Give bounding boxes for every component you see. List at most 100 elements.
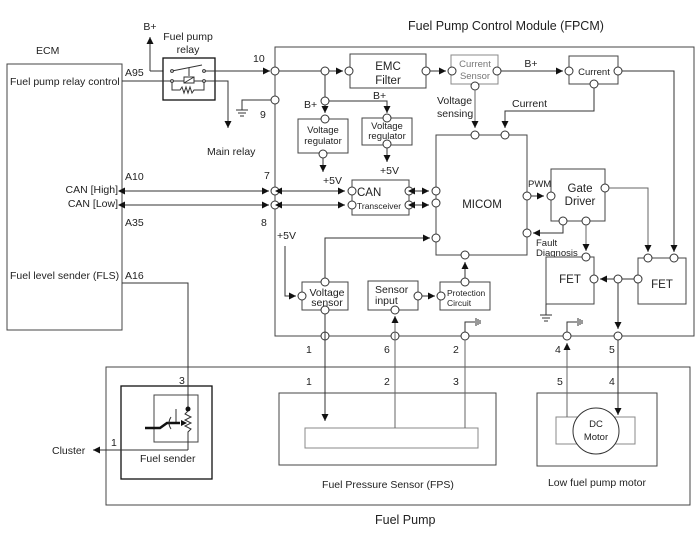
can-in-high-pin <box>347 186 357 196</box>
can-transceiver-block <box>351 179 410 216</box>
micom-protection-pin <box>460 250 470 260</box>
fpcm-pin-7 <box>270 186 280 196</box>
emc-filter-block <box>349 53 427 89</box>
relay-label-line1: Fuel pump <box>163 31 213 43</box>
gate-to-right-fet-wire <box>609 187 652 252</box>
to-vreg2-wire <box>329 100 391 113</box>
ecm-pin-a10: A10 <box>125 171 144 183</box>
emc-in-pin <box>344 66 354 76</box>
can-out-high-pin <box>404 186 414 196</box>
micom-can-low-pin <box>431 198 441 208</box>
motor-label-1: DC <box>589 419 603 430</box>
current-sensor-out-pin <box>492 66 502 76</box>
relay-terminal <box>170 79 174 83</box>
main-relay-label: Main relay <box>207 146 256 158</box>
fpcm-pin-2-label: 2 <box>453 344 459 356</box>
relay-resistor-icon <box>171 82 205 95</box>
fuel-pump-relay <box>162 57 216 101</box>
protection-in-pin <box>436 291 446 301</box>
protection-label-1: Protection <box>447 288 486 298</box>
current-sensor-sense-pin <box>470 81 480 91</box>
ecm-pin-a35: A35 <box>125 217 144 229</box>
micom-vsense-pin <box>470 130 480 140</box>
fault-label-1: Fault <box>536 238 557 249</box>
emc-label-1: EMC <box>375 61 401 73</box>
micom-block <box>435 134 528 256</box>
bplus-current-label: B+ <box>524 58 537 70</box>
relay-switch-contact-icon <box>171 64 203 72</box>
gate-driver-pwm-pin <box>546 191 556 201</box>
current-sensor-label-2: Sensor <box>460 71 490 82</box>
fpcm-pin-10 <box>270 66 280 76</box>
vreg2-in-pin <box>382 113 392 123</box>
fpcm-bottom-pin-2 <box>460 331 470 341</box>
fet-left-drain-pin <box>589 274 599 284</box>
fpcm-title: Fuel Pump Control Module (FPCM) <box>408 19 604 33</box>
sender-wiper-node <box>185 406 191 412</box>
gate-label-1: Gate <box>568 183 593 195</box>
sensor-input-in-pin <box>390 305 400 315</box>
dc-motor-icon <box>572 407 620 455</box>
can-in-low-pin <box>347 200 357 210</box>
vreg1-label-2: regulator <box>304 136 342 147</box>
protection-label-2: Circuit <box>447 298 472 308</box>
fpcm-pin-9 <box>270 95 280 105</box>
vreg1-label-1: Voltage <box>307 125 339 136</box>
fuel-sender-label: Fuel sender <box>140 453 196 465</box>
current-sense-pin <box>589 79 599 89</box>
current-to-fet-wire <box>622 70 678 252</box>
vsensor-in-pin <box>297 291 307 301</box>
vsensor-out-pin <box>320 277 330 287</box>
emc-label-2: Filter <box>375 75 401 87</box>
ground-icon <box>236 109 248 117</box>
fault-label-2: Diagnosis <box>536 248 578 259</box>
sensor-input-label-2: input <box>375 295 398 307</box>
fet-right-gate-pin <box>643 253 653 263</box>
cluster-label: Cluster <box>52 445 86 457</box>
plus5v-vreg2-label: +5V <box>380 165 399 177</box>
sensor-input-label-1: Sensor <box>375 284 409 296</box>
fpcm-pin-5-label: 5 <box>609 344 615 356</box>
current-in-pin <box>564 66 574 76</box>
vsensor-label-1: Voltage <box>309 287 344 299</box>
pwm-label: PWM <box>528 179 551 190</box>
fpcm-bottom-pin-4 <box>562 331 572 341</box>
pin9-ground-wire <box>241 99 271 110</box>
variable-resistor-icon <box>145 409 193 450</box>
micom-fault-pin <box>522 228 532 238</box>
vreg2-label-1: Voltage <box>371 121 403 132</box>
chassis-ground-icon <box>566 318 583 332</box>
fet-right-source-pin <box>633 274 643 284</box>
sender-pin-3-label: 3 <box>179 375 185 387</box>
emc-out-pin <box>421 66 431 76</box>
fps-pin-3-label: 3 <box>453 376 459 388</box>
motor-pin-5-label: 5 <box>557 376 563 388</box>
ecm-pin-a16: A16 <box>125 270 144 282</box>
plus5v-vreg1-label: +5V <box>323 175 342 187</box>
fet-right-label: FET <box>651 279 673 291</box>
bplus-junction <box>320 66 330 76</box>
ecm-can-low-label: CAN [Low] <box>68 198 118 210</box>
fps-pin-2-label: 2 <box>384 376 390 388</box>
fet-left-label: FET <box>559 274 581 286</box>
gate-driver-out-left-pin <box>581 216 591 226</box>
current-block-label: Current <box>578 67 610 78</box>
bplus-split-left-label: B+ <box>304 99 317 111</box>
bplus-split-right-label: B+ <box>373 90 386 102</box>
micom-label: MICOM <box>462 199 502 211</box>
ecm-can-high-label: CAN [High] <box>65 184 118 196</box>
ecm-pin-a95: A95 <box>125 67 144 79</box>
current-block <box>568 55 619 85</box>
ground-icon <box>540 314 552 322</box>
fpcm-pin-6-label: 6 <box>384 344 390 356</box>
fet-left-gate-pin <box>581 252 591 262</box>
relay-terminal <box>202 79 206 83</box>
fps-element <box>304 427 479 449</box>
fpcm-pin-1-label: 1 <box>306 344 312 356</box>
current-out-pin <box>613 66 623 76</box>
voltage-sensor-block <box>301 281 349 311</box>
gate-label-2: Driver <box>565 196 596 208</box>
gate-driver-block <box>550 168 606 222</box>
vsensor-to-micom-wire <box>324 234 430 278</box>
bplus-split-junction <box>320 96 330 106</box>
